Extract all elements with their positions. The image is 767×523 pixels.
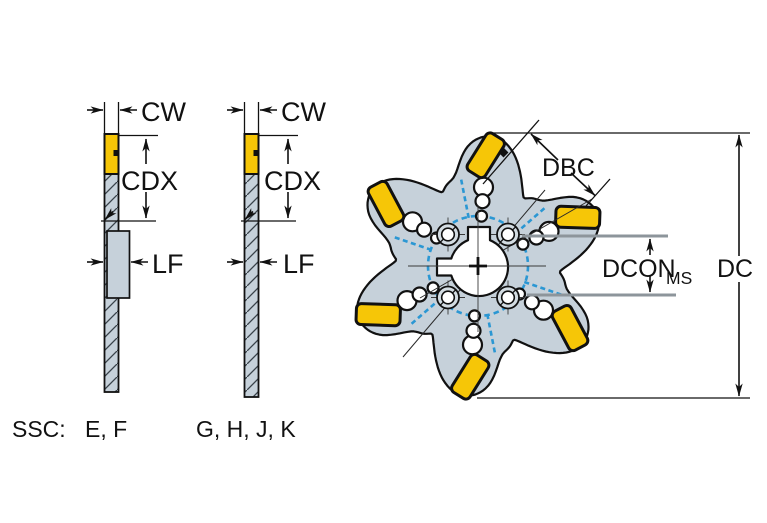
screw-hole <box>523 294 541 311</box>
dbc-extension-line <box>585 178 611 207</box>
bolt-holes <box>431 217 525 315</box>
dcon-subscript-label: MS <box>666 268 692 288</box>
coolant-channel-line <box>486 313 497 355</box>
bolt-hole-hatch-tick <box>439 301 444 307</box>
dcon-label: DCON <box>602 255 676 283</box>
center-bore-with-keyways <box>435 225 510 298</box>
insert-clamp-mark <box>113 150 119 156</box>
dc-label: DC <box>717 255 753 283</box>
screw-hole <box>426 281 440 295</box>
bolt-hole-hatch-tick <box>499 301 504 307</box>
cdx-leader-arrow <box>244 208 257 221</box>
lf-label: LF <box>152 249 184 279</box>
coolant-channel-line <box>514 206 547 235</box>
insert <box>354 302 402 328</box>
screw-hole <box>411 286 428 303</box>
front-view-dimensions: DBC DCON MS DC <box>477 119 753 399</box>
bolt-hole-hatch-tick <box>499 238 504 244</box>
insert <box>550 303 590 353</box>
bolt-hole-hatch-tick <box>452 288 457 294</box>
insert-clamp-mark <box>253 150 259 156</box>
hub-flange <box>106 230 131 299</box>
screw-hole <box>474 193 491 210</box>
cutter-wheel <box>354 131 602 401</box>
cdx-label: CDX <box>121 166 178 196</box>
bolt-hole-hatch-tick <box>512 225 517 231</box>
ssc-codes-view1: E, F <box>85 416 127 442</box>
bolt-hole-inner <box>500 227 516 242</box>
bolt-hole-inner <box>500 290 516 305</box>
section-view-plain: CW CDX LF <box>227 97 326 398</box>
dbc-arrow <box>530 133 559 161</box>
coolant-channel-line <box>392 235 433 252</box>
ssc-legend: SSC: E, F G, H, J, K <box>12 416 296 442</box>
bolt-hole-hatch-tick <box>439 238 444 244</box>
insert <box>554 204 602 230</box>
ssc-label: SSC: <box>12 416 66 442</box>
coolant-channel-line <box>523 280 564 297</box>
cdx-label: CDX <box>264 166 321 196</box>
dbc-arrow <box>570 172 596 197</box>
lf-label: LF <box>283 249 315 279</box>
screw-hole <box>467 309 482 323</box>
bolt-hole-inner <box>440 227 456 242</box>
cdx-leader-arrow <box>104 208 117 221</box>
coolant-channel-line <box>409 297 442 326</box>
bolt-hole-hatch-tick <box>452 225 457 231</box>
dbc-center-construction-line <box>419 198 593 299</box>
screw-hole <box>516 237 530 251</box>
cw-label: CW <box>141 97 186 127</box>
insert <box>366 179 406 229</box>
insert <box>465 131 506 180</box>
cutter-front-view <box>354 131 602 401</box>
dbc-label: DBC <box>542 154 595 182</box>
screw-hole <box>416 221 433 238</box>
screw-hole <box>465 322 482 339</box>
section-view-flanged: CW CDX LF <box>87 97 186 393</box>
screw-hole <box>474 209 489 223</box>
insert <box>450 352 491 401</box>
dbc-extension-line <box>482 119 540 185</box>
cw-label: CW <box>281 97 326 127</box>
ssc-codes-view2: G, H, J, K <box>196 416 296 442</box>
bolt-hole-hatch-tick <box>512 288 517 294</box>
bolt-hole-inner <box>440 290 456 305</box>
index-diamond-mark <box>498 147 509 158</box>
coolant-channel-line <box>459 177 470 219</box>
